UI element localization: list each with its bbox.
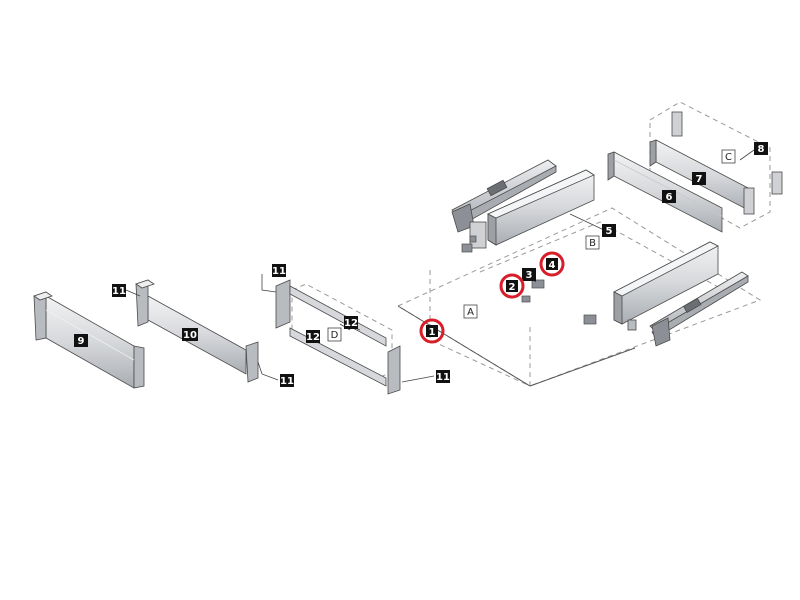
tag-2-highlighted: 2 (499, 273, 525, 299)
hardware-parts (461, 235, 597, 325)
drawer-frame-dashed (291, 101, 771, 387)
tag-4-highlighted: 4 (539, 251, 565, 277)
tag-C: C (721, 149, 736, 164)
tag-8: 8 (754, 142, 768, 155)
left-runner-rail (451, 159, 557, 233)
tag-12b: 12 (306, 330, 320, 343)
tag-6: 6 (662, 190, 676, 203)
tag-D: D (327, 327, 342, 342)
svg-text:3: 3 (526, 270, 533, 281)
svg-text:6: 6 (666, 192, 673, 203)
tag-5: 5 (602, 224, 616, 237)
svg-text:A: A (467, 307, 474, 318)
svg-text:11: 11 (272, 266, 286, 277)
svg-text:9: 9 (78, 336, 85, 347)
svg-text:10: 10 (183, 330, 197, 341)
tag-A: A (463, 304, 478, 319)
svg-text:B: B (589, 238, 596, 249)
tag-11a: 11 (112, 284, 126, 297)
tag-9: 9 (74, 334, 88, 347)
tag-3: 3 (522, 268, 536, 281)
tag-7: 7 (692, 172, 706, 185)
letter-tags: A B C D (327, 149, 736, 342)
tag-B: B (585, 235, 600, 250)
highlighted-tags: 1 2 4 (419, 251, 565, 344)
svg-text:5: 5 (606, 226, 613, 237)
svg-text:11: 11 (436, 372, 450, 383)
left-drawer-side (469, 169, 595, 249)
svg-text:1: 1 (429, 327, 436, 338)
svg-text:7: 7 (696, 174, 703, 185)
back-panel-c-brackets (671, 111, 783, 195)
right-runner-rail (627, 271, 749, 347)
svg-text:12: 12 (344, 318, 358, 329)
tag-1-highlighted: 1 (419, 318, 445, 344)
drawer-floor-outline (397, 305, 636, 387)
tag-12a: 12 (344, 316, 358, 329)
svg-text:2: 2 (509, 282, 516, 293)
svg-text:11: 11 (112, 286, 126, 297)
svg-text:8: 8 (758, 144, 765, 155)
svg-text:12: 12 (306, 332, 320, 343)
tag-10: 10 (182, 328, 198, 341)
svg-text:11: 11 (280, 376, 294, 387)
right-drawer-side (613, 241, 719, 325)
svg-text:D: D (331, 330, 339, 341)
tag-11d: 11 (436, 370, 450, 383)
tag-11c: 11 (280, 374, 294, 387)
svg-text:4: 4 (549, 260, 556, 271)
front-panel-9 (33, 291, 145, 389)
svg-text:C: C (725, 152, 732, 163)
number-tags: 11 11 11 11 12 12 9 (74, 142, 768, 387)
tag-11b: 11 (272, 264, 286, 277)
